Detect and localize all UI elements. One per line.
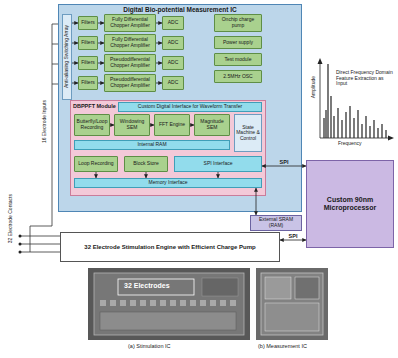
amplifier-block: Pseudodifferential Chopper Amplifier bbox=[104, 54, 156, 72]
wire-label: 16 Electrode Inputs bbox=[42, 100, 48, 143]
adc-block: ADC bbox=[162, 76, 184, 90]
node-text: ADC bbox=[168, 40, 179, 46]
node-text: Magnitude SEM bbox=[196, 119, 228, 130]
node-text: Power supply bbox=[223, 40, 253, 46]
photo-label: 32 Electrodes bbox=[124, 282, 170, 290]
measurement-die-photo bbox=[256, 268, 328, 340]
process-box: Loop Recording bbox=[74, 156, 118, 172]
node-text: Memory Interface bbox=[149, 180, 188, 186]
process-box: FFT Engine bbox=[154, 114, 190, 136]
switch-array: Anti-aliasing Switching Array bbox=[62, 14, 72, 100]
figure-caption: (b) Measurement IC bbox=[258, 343, 307, 349]
node-text: 32 Electrode Stimulation Engine with Eff… bbox=[84, 244, 255, 251]
adc-block: ADC bbox=[162, 56, 184, 70]
control-box: State Machine & Control bbox=[234, 114, 262, 152]
module-region: DBPPFT ModuleCustom Digital Interface fo… bbox=[70, 100, 266, 196]
amplifier-block: Pseudodifferential Chopper Amplifier bbox=[104, 74, 156, 92]
node-text: ADC bbox=[168, 20, 179, 26]
node-text: Filters bbox=[81, 80, 95, 86]
node-text: Internal RAM bbox=[137, 142, 166, 148]
connector bbox=[280, 240, 306, 241]
node-text: State Machine & Control bbox=[236, 125, 260, 142]
node-text: Custom 90nm Microprocessor bbox=[308, 196, 392, 212]
node-text: 2.5MHz OSC bbox=[223, 74, 252, 80]
node-text: Filters bbox=[81, 20, 95, 26]
process-box: Block Store bbox=[124, 156, 168, 172]
node-text: Filters bbox=[81, 60, 95, 66]
stimulation-box: 32 Electrode Stimulation Engine with Eff… bbox=[60, 232, 280, 262]
edge-label: SPI bbox=[289, 233, 298, 239]
filter-block: Filters bbox=[78, 16, 98, 30]
node-text: Pseudodifferential Chopper Amplifier bbox=[106, 57, 154, 68]
wire-label: 32 Electrode Contacts bbox=[8, 194, 14, 243]
stimulation-die-photo bbox=[88, 268, 250, 340]
node-text: Fully Differential Chopper Amplifier bbox=[106, 17, 154, 28]
node-text: Test module bbox=[225, 57, 252, 63]
chip-boundary: Digital Bio-potential Measurement IC Anti… bbox=[58, 4, 302, 212]
amplifier-block: Fully Differential Chopper Amplifier bbox=[104, 34, 156, 52]
chart-note: Direct Frequency Domain Feature Extracti… bbox=[336, 70, 394, 87]
support-block: Test module bbox=[214, 53, 262, 66]
node-text: Onchip charge pump bbox=[216, 17, 260, 28]
memory-box: External SRAM (RAM) bbox=[250, 215, 302, 231]
interface-bar: Memory Interface bbox=[74, 178, 262, 188]
interface-bar: Custom Digital Interface for Waveform Tr… bbox=[118, 102, 262, 112]
processor-box: Custom 90nm Microprocessor bbox=[306, 160, 394, 248]
filter-block: Filters bbox=[78, 56, 98, 70]
node-text: Block Store bbox=[133, 161, 159, 167]
support-block: Onchip charge pump bbox=[214, 14, 262, 32]
node-text: External SRAM (RAM) bbox=[252, 217, 300, 228]
filter-block: Filters bbox=[78, 36, 98, 50]
electrode-wires bbox=[20, 24, 62, 252]
node-text: SPI Interface bbox=[204, 161, 233, 167]
process-box: Butterfly/Loop Recording bbox=[74, 114, 110, 136]
node-text: Fully Differential Chopper Amplifier bbox=[106, 37, 154, 48]
node-text: FFT Engine bbox=[159, 122, 185, 128]
node-text: Anti-aliasing Switching Array bbox=[64, 25, 70, 88]
node-text: Filters bbox=[81, 40, 95, 46]
adc-block: ADC bbox=[162, 16, 184, 30]
axis-label: Frequency bbox=[338, 141, 362, 147]
node-text: Custom Digital Interface for Waveform Tr… bbox=[138, 104, 242, 110]
spectrum-chart bbox=[318, 58, 395, 141]
axis-label: Amplitude bbox=[311, 76, 317, 98]
edge-label: SPI bbox=[280, 159, 289, 165]
amplifier-block: Fully Differential Chopper Amplifier bbox=[104, 14, 156, 32]
filter-block: Filters bbox=[78, 76, 98, 90]
node-text: Butterfly/Loop Recording bbox=[76, 119, 108, 130]
process-box: Magnitude SEM bbox=[194, 114, 230, 136]
node-text: Digital Bio-potential Measurement IC bbox=[59, 5, 301, 13]
support-block: Power supply bbox=[214, 36, 262, 49]
contact-dots bbox=[19, 235, 22, 254]
node-text: ADC bbox=[168, 80, 179, 86]
node-text: Pseudodifferential Chopper Amplifier bbox=[106, 77, 154, 88]
node-text: ADC bbox=[168, 60, 179, 66]
interface-box: SPI Interface bbox=[174, 156, 262, 172]
figure-caption: (a) Stimulation IC bbox=[128, 343, 171, 349]
ram-bar: Internal RAM bbox=[74, 140, 230, 150]
node-text: Loop Recording bbox=[78, 161, 113, 167]
node-text: Windowing SEM bbox=[116, 119, 148, 130]
process-box: Windowing SEM bbox=[114, 114, 150, 136]
adc-block: ADC bbox=[162, 36, 184, 50]
support-block: 2.5MHz OSC bbox=[214, 70, 262, 83]
